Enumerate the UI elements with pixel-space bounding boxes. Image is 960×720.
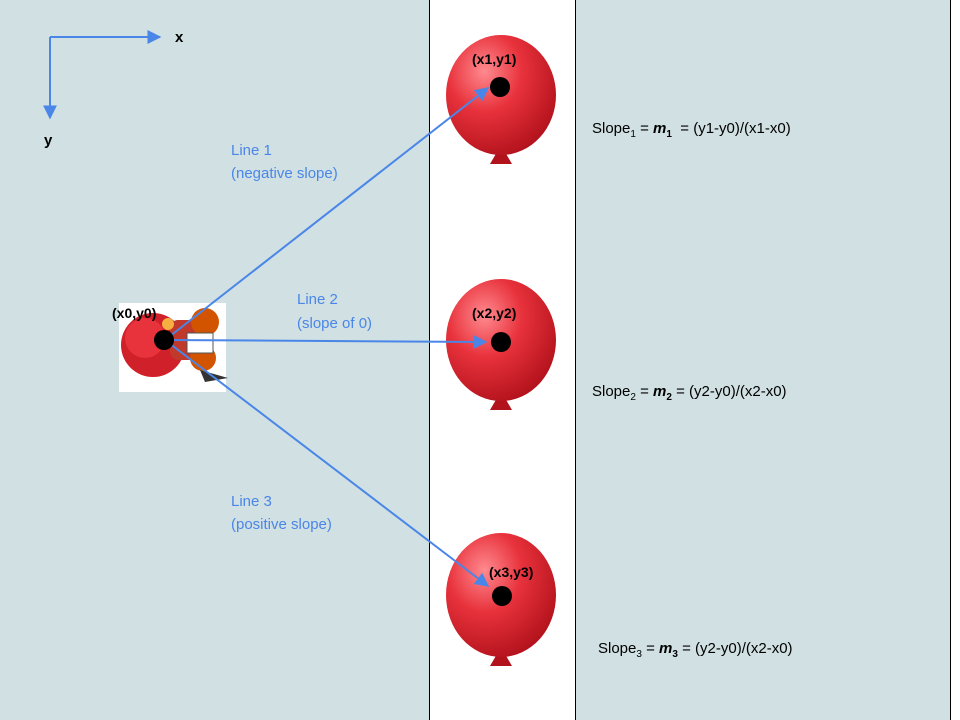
slope-formula-1: Slope1 = m1 = (y1-y0)/(x1-x0) xyxy=(592,120,791,140)
balloon-1-label: (x1,y1) xyxy=(472,51,516,67)
balloon-2-label: (x2,y2) xyxy=(472,305,516,321)
point-x1-y1 xyxy=(490,77,510,97)
line-2-arrow xyxy=(164,334,488,349)
line-3-name: Line 3 xyxy=(231,493,272,510)
right-panel xyxy=(575,0,951,720)
line-1-name: Line 1 xyxy=(231,142,272,159)
line-3-desc: (positive slope) xyxy=(231,516,332,533)
balloon-3-label: (x3,y3) xyxy=(489,564,533,580)
x-axis-label: x xyxy=(175,29,184,46)
y-axis-label: y xyxy=(44,132,53,149)
point-x2-y2 xyxy=(491,332,511,352)
line-1-desc: (negative slope) xyxy=(231,165,338,182)
axes-indicator: x y xyxy=(43,29,184,149)
shooter-image xyxy=(119,303,228,392)
point-x3-y3 xyxy=(492,586,512,606)
line-2-desc: (slope of 0) xyxy=(297,315,372,332)
slope-formula-2: Slope2 = m2 = (y2-y0)/(x2-x0) xyxy=(592,383,787,403)
shooter-label: (x0,y0) xyxy=(112,305,156,321)
slope-formula-3: Slope3 = m3 = (y2-y0)/(x2-x0) xyxy=(598,640,793,660)
line-2-name: Line 2 xyxy=(297,291,338,308)
line-1-arrow xyxy=(164,87,490,341)
line-3-arrow xyxy=(164,339,490,587)
point-x0-y0 xyxy=(154,330,174,350)
